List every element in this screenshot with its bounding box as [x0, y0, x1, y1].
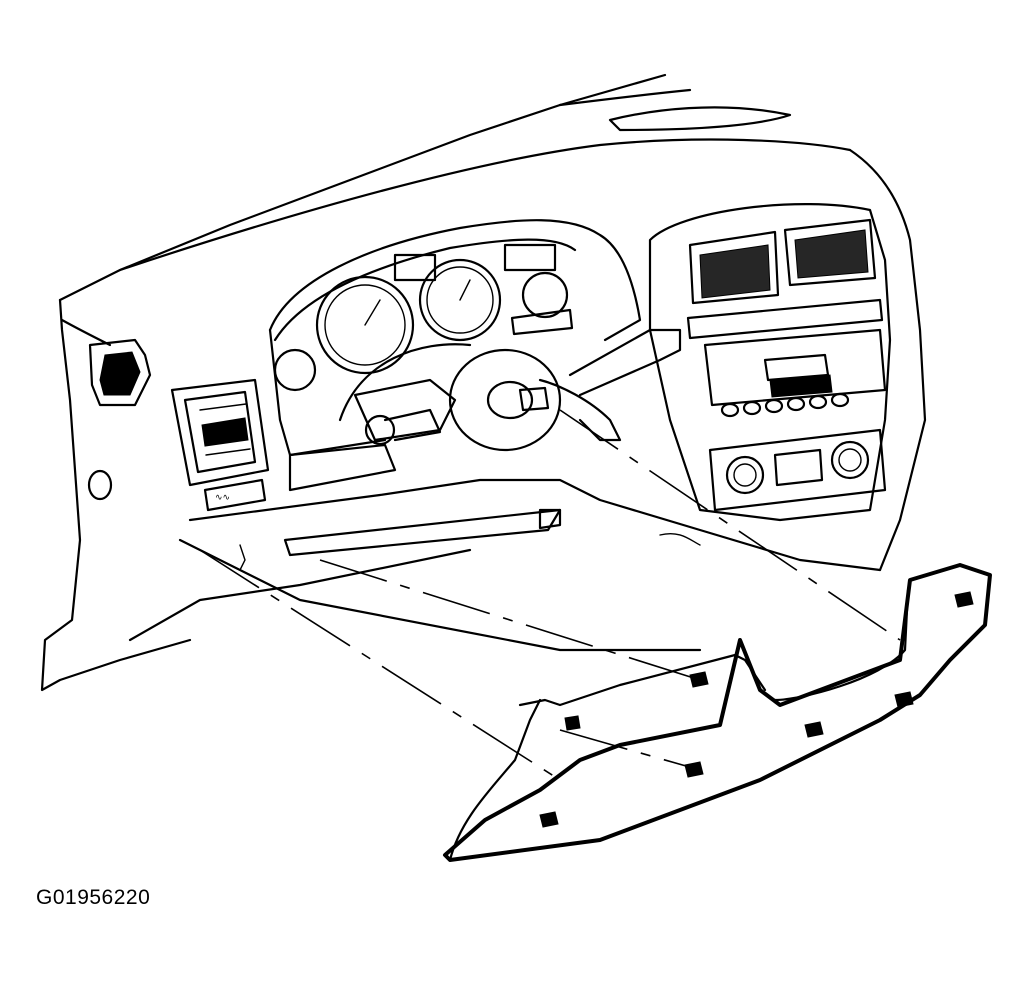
center-stack: [648, 203, 892, 522]
steering-column: [338, 328, 682, 452]
radio-buttons: [720, 392, 850, 418]
dash-left-end: [40, 298, 192, 692]
alignment-lines: [199, 409, 901, 781]
figure-id-label: G01956220: [36, 886, 151, 909]
panel-clips: [539, 591, 974, 828]
svg-text:∿∿: ∿∿: [215, 492, 230, 502]
dash-top-surface: [58, 73, 927, 572]
instrument-cluster: [268, 219, 642, 457]
lower-trim-panel: [443, 563, 992, 862]
left-air-vent: ∿∿: [170, 378, 270, 512]
knee-bolster-opening: [128, 443, 882, 652]
